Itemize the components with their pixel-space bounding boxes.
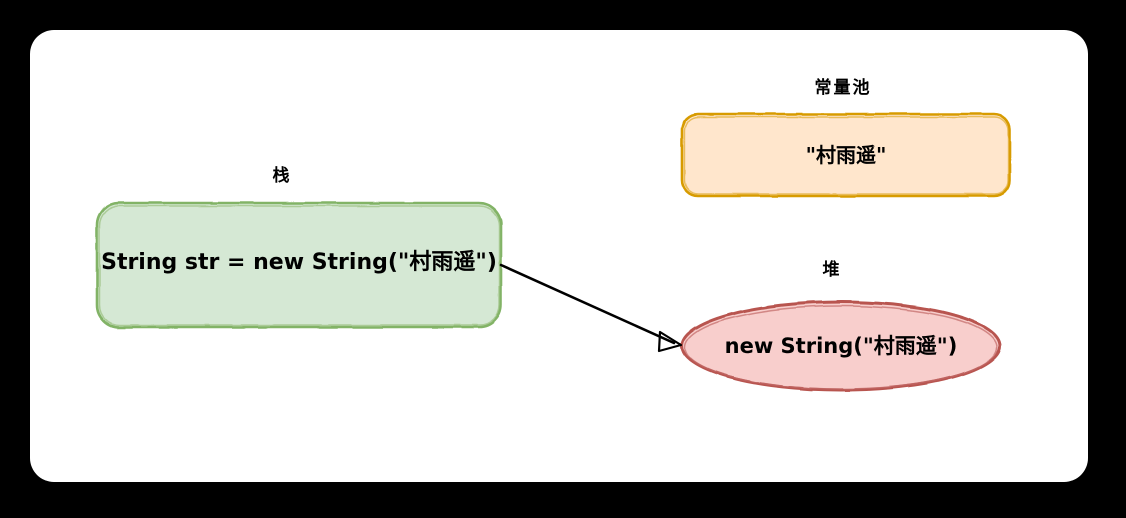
heap-ellipse[interactable]	[680, 300, 1002, 392]
heap-caption: 堆	[822, 260, 842, 280]
stack-expression-text: String str = new String("村雨遥")	[101, 250, 497, 275]
constant-pool-caption: 常量池	[814, 78, 872, 98]
arrow-stack-to-heap	[499, 263, 683, 353]
constant-pool-literal-text: "村雨遥"	[805, 143, 887, 167]
stack-caption: 栈	[272, 166, 292, 186]
heap-object-text: new String("村雨遥")	[724, 334, 958, 358]
constant-pool-box[interactable]	[680, 112, 1012, 198]
